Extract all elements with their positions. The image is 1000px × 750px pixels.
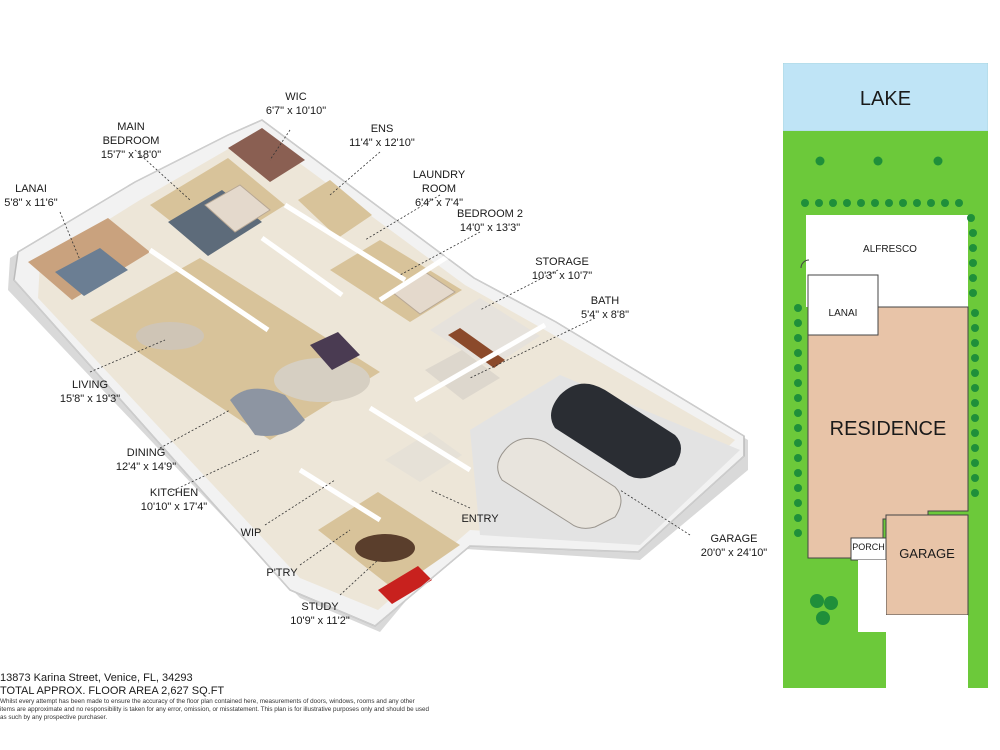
room-dim: 10'9" x 11'2" <box>290 615 350 627</box>
room-name: LANAI <box>15 183 47 195</box>
room-label-living: LIVING 15'8" x 19'3" <box>52 378 128 406</box>
room-label-laundry: LAUNDRY ROOM 6'4" x 7'4" <box>404 154 474 224</box>
room-name: ENTRY <box>461 513 499 525</box>
room-dim: 10'10" x 17'4" <box>140 501 208 513</box>
room-name: STUDY <box>301 601 339 613</box>
entry-floor <box>385 432 462 482</box>
room-dim: 10'3" x 10'7" <box>531 270 593 282</box>
leader-lines <box>59 129 691 596</box>
room-dim: 15'8" x 19'3" <box>59 393 121 405</box>
ensuite-floor <box>298 180 372 238</box>
room-name: GARAGE <box>710 533 758 545</box>
room-dim: 11'4" x 12'10" <box>349 137 415 149</box>
room-name: ENS <box>370 123 394 135</box>
property-address: 13873 Karina Street, Venice, FL, 34293 <box>0 672 193 684</box>
study-chair <box>378 566 432 604</box>
dining-table <box>310 332 360 370</box>
room-label-ens: ENS 11'4" x 12'10" <box>342 122 422 150</box>
room-label-wip: WIP <box>236 526 266 540</box>
room-dim: 12'4" x 14'9" <box>115 461 177 473</box>
driveway-paving <box>886 615 968 688</box>
room-label-bedroom2: BEDROOM 2 14'0" x 13'3" <box>448 207 532 235</box>
room-name: DINING <box>126 447 166 459</box>
wall-shading <box>13 119 745 627</box>
room-label-entry: ENTRY <box>460 512 500 526</box>
site-label-lake: LAKE <box>859 88 912 110</box>
wic-floor <box>228 128 305 182</box>
room-label-garage: GARAGE 20'0" x 24'10" <box>694 532 774 560</box>
interior-walls <box>148 202 547 523</box>
room-dim: 5'4" x 8'8" <box>580 309 630 321</box>
site-label-alfresco: ALFRESCO <box>863 244 917 255</box>
room-name: P'TRY <box>266 567 298 579</box>
main-bed <box>204 184 271 233</box>
floor-area: TOTAL APPROX. FLOOR AREA 2,627 SQ.FT <box>0 685 225 697</box>
lanai-rug <box>55 248 128 296</box>
door-arc <box>800 259 810 269</box>
room-name: STORAGE <box>535 256 589 268</box>
room-name: KITCHEN <box>149 487 199 499</box>
study-rug <box>355 534 415 562</box>
room-name: WIC <box>285 91 307 103</box>
floor-plan-illustration <box>8 119 748 632</box>
site-label-porch: PORCH <box>852 542 885 552</box>
dining-rug <box>274 358 370 402</box>
plan-footer: 13873 Karina Street, Venice, FL, 34293 T… <box>0 672 560 722</box>
room-dim: 6'4" x 7'4" <box>414 197 464 209</box>
room-name: BATH <box>590 295 620 307</box>
room-label-kitchen: KITCHEN 10'10" x 17'4" <box>134 486 214 514</box>
room-label-storage: STORAGE 10'3" x 10'7" <box>526 255 598 283</box>
room-name: WIP <box>240 527 262 539</box>
room-dim: 14'0" x 13'3" <box>459 222 521 234</box>
disclaimer: Whilst every attempt has been made to en… <box>0 698 429 721</box>
white-car <box>497 437 622 529</box>
black-car <box>551 383 681 479</box>
site-label-garage: GARAGE <box>899 546 955 561</box>
room-name: LIVING <box>71 379 109 391</box>
hedge-dots <box>794 156 979 625</box>
room-label-study: STUDY 10'9" x 11'2" <box>282 600 358 628</box>
living-rug <box>136 322 204 350</box>
room-dim: 5'8" x 11'6" <box>4 197 58 209</box>
room-label-main-bedroom: MAIN BEDROOM 15'7" x 18'0" <box>88 106 174 176</box>
room-label-bath: BATH 5'4" x 8'8" <box>572 294 638 322</box>
storage-floor <box>430 298 540 368</box>
room-name: MAIN BEDROOM <box>102 121 160 147</box>
room-name: BEDROOM 2 <box>456 208 523 220</box>
room-label-lanai: LANAI 5'8" x 11'6" <box>0 182 62 210</box>
room-label-dining: DINING 12'4" x 14'9" <box>108 446 184 474</box>
walkway-paving <box>858 560 886 632</box>
lake-area <box>783 63 988 132</box>
site-label-lanai: LANAI <box>828 308 858 319</box>
site-label-residence: RESIDENCE <box>829 418 947 440</box>
site-plan <box>783 63 988 688</box>
room-dim: 6'7" x 10'10" <box>265 105 327 117</box>
room-label-wic: WIC 6'7" x 10'10" <box>264 90 328 118</box>
room-name: LAUNDRY ROOM <box>412 169 466 195</box>
garage-footprint <box>885 514 969 616</box>
kitchen-island <box>230 388 305 436</box>
lanai-paving <box>807 274 879 336</box>
room-dim: 20'0" x 24'10" <box>700 547 768 559</box>
room-dim: 15'7" x 18'0" <box>100 149 162 161</box>
room-label-pantry: P'TRY <box>262 566 302 580</box>
